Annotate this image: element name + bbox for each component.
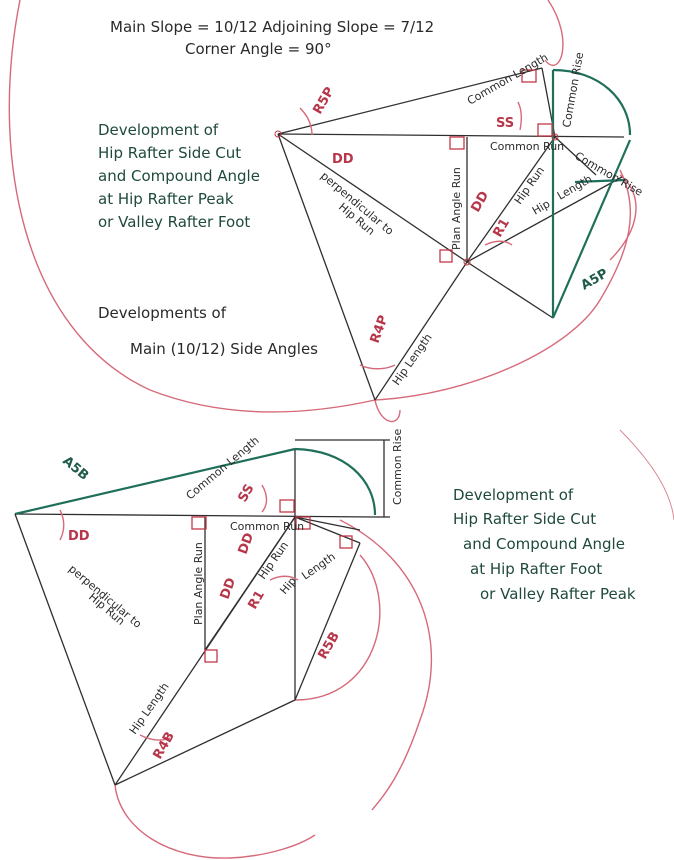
label-hip-run-bot: Hip Run	[256, 539, 291, 582]
label-dd-top: DD	[332, 152, 354, 167]
bot-arc-dd	[59, 509, 65, 541]
top-arc-r5p	[299, 107, 313, 136]
label-common-rise-bot: Common Rise	[391, 429, 404, 505]
label-length-top: Length	[555, 172, 594, 202]
top-green-diag	[551, 139, 632, 319]
bot-length-diag	[294, 516, 361, 531]
top-square-run	[449, 136, 465, 150]
label-plan-angle-run-top: Plan Angle Run	[450, 167, 463, 250]
bot-common-length-line	[14, 447, 296, 516]
label-dd-bot-2: DD	[218, 576, 240, 602]
top-diagram	[274, 67, 632, 401]
top-common-length-line	[277, 67, 543, 135]
bot-arc-ss	[261, 484, 268, 513]
arc-top-left	[8, 0, 376, 413]
label-length-bot: Length	[299, 550, 338, 582]
top-arc-r4p	[359, 364, 396, 370]
top-common-rise-diag	[554, 136, 597, 176]
top-square-top	[521, 69, 537, 83]
label-perp-bot: perpendicular to	[66, 562, 144, 631]
label-common-run-bot: Common Run	[230, 520, 304, 533]
bot-square-low	[204, 649, 218, 663]
bottom-diagram	[14, 439, 390, 786]
bot-square-center	[295, 516, 311, 530]
bot-arc-r4b	[139, 734, 171, 741]
peak-note-line-3: and Compound Angle	[98, 167, 260, 185]
label-dd-top-2: DD	[468, 189, 492, 215]
peak-note-line-5: or Valley Rafter Foot	[98, 213, 250, 231]
top-square-low	[439, 249, 453, 263]
label-r1-top: R1	[490, 216, 513, 240]
top-arc-ss	[517, 101, 523, 131]
label-r4p: R4P	[368, 313, 392, 345]
label-r5p: R5P	[310, 85, 337, 117]
top-point-left	[274, 130, 282, 138]
peak-note: Development of Hip Rafter Side Cut and C…	[98, 121, 260, 231]
top-hip-length-lower	[374, 261, 468, 401]
main-note-line-2: Main (10/12) Side Angles	[130, 340, 318, 358]
label-hip-top: Hip	[530, 197, 552, 217]
arc-bottom-left	[114, 784, 316, 859]
label-hip-length-top: Hip Length	[390, 331, 435, 387]
label-common-rise-top: Common Rise	[560, 51, 586, 129]
main-note-line-1: Developments of	[98, 304, 227, 322]
bot-arc-r1	[269, 575, 299, 581]
label-plan-angle-run-bot: Plan Angle Run	[192, 542, 205, 625]
arc-faint	[619, 429, 674, 521]
label-dd-bot-3: DD	[236, 531, 258, 557]
label-r1-bot: R1	[245, 588, 268, 612]
top-square-rise	[537, 123, 553, 137]
label-common-length-top: Common Length	[465, 51, 550, 108]
top-lower-line	[466, 261, 554, 319]
arc-bottom-mid	[294, 554, 381, 701]
bot-square-right	[339, 535, 353, 549]
bot-hip-length-short	[294, 516, 361, 544]
top-common-run-line	[277, 133, 625, 138]
foot-note-line-2: Hip Rafter Side Cut	[453, 510, 596, 528]
label-ss-top: SS	[496, 116, 514, 131]
header-slopes: Main Slope = 10/12 Adjoining Slope = 7/1…	[110, 18, 434, 36]
top-arc-r1	[484, 240, 513, 246]
top-hip-length-line	[466, 176, 623, 263]
label-hip-bot: Hip	[277, 575, 299, 597]
bot-square-rise	[279, 499, 295, 513]
bot-perpendicular-line	[14, 513, 116, 786]
label-common-run-top: Common Run	[490, 140, 564, 153]
foot-note-line-1: Development of	[453, 486, 574, 504]
arc-join	[374, 399, 401, 423]
top-point-center	[463, 258, 471, 266]
header-corner-angle: Corner Angle = 90°	[185, 40, 332, 58]
top-green-arc	[552, 68, 632, 136]
bot-green-arc	[294, 447, 377, 516]
top-perpendicular-line	[277, 133, 376, 401]
bot-right-diag	[294, 542, 361, 701]
foot-note-line-5: or Valley Rafter Peak	[480, 585, 636, 603]
top-hip-run-line	[466, 136, 556, 263]
label-hip-length-bot: Hip Length	[127, 680, 172, 736]
top-point-right	[551, 133, 559, 141]
peak-note-line-2: Hip Rafter Side Cut	[98, 144, 241, 162]
top-diag-line	[277, 133, 468, 263]
main-note: Developments of Main (10/12) Side Angles	[98, 304, 318, 358]
bot-common-run-line	[14, 513, 376, 518]
label-dd-bot: DD	[68, 529, 90, 544]
foot-note-line-4: at Hip Rafter Foot	[470, 560, 602, 578]
bot-square-run	[191, 516, 207, 530]
peak-note-line-4: at Hip Rafter Peak	[98, 190, 234, 208]
construction-arcs	[8, 0, 674, 859]
bot-bottom-line	[114, 699, 296, 786]
arc-top-right-lower	[374, 169, 632, 401]
label-a5b: A5B	[59, 454, 91, 484]
arc-top-right	[544, 0, 564, 66]
label-r5b: R5B	[315, 629, 342, 662]
arc-bottom-right	[339, 519, 433, 811]
arc-small-right	[609, 174, 637, 261]
foot-note: Development of Hip Rafter Side Cut and C…	[453, 486, 636, 603]
label-ss-bot: SS	[235, 482, 257, 505]
foot-note-line-3: and Compound Angle	[463, 535, 625, 553]
top-green-short	[574, 178, 626, 184]
peak-note-line-1: Development of	[98, 121, 219, 139]
